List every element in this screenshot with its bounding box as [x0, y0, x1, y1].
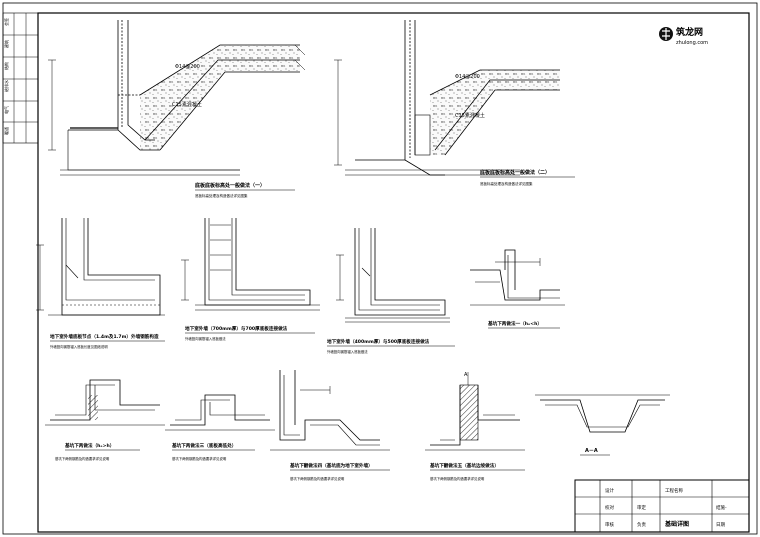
drawing-frame: [37, 12, 750, 533]
side-label-3: 给排水: [3, 80, 9, 92]
tb-row-4: 负责: [637, 521, 646, 528]
side-label-1: 建筑: [3, 40, 9, 48]
wall-3-note: 外墙竖向钢筋锚入底板做法: [327, 349, 368, 354]
detail-pit-2: [165, 394, 275, 431]
tb-row-3: 审定: [637, 504, 646, 511]
detail-bottom-corner-1: [48, 20, 306, 176]
side-label-2: 结构: [3, 62, 9, 70]
pit-2-note: 基坑下两侧钢筋及构造要求详见说明: [172, 456, 227, 461]
side-label-4: 电气: [3, 106, 9, 114]
side-strip: 会签 建筑 结构 给排水 电气 暖通: [2, 12, 39, 144]
pit-3-note: 基坑下两侧钢筋及构造要求详见说明: [290, 476, 345, 481]
tb-sheet-no: 结施-: [716, 504, 727, 511]
wall-1-title: 地下室外墙底板节点（1.4m及1.7m）外墙钢筋构造: [50, 333, 159, 340]
detail-pit-3: [270, 370, 390, 451]
pit-4-title: 基坑下翻做法五（基坑边坡做法）: [429, 462, 499, 469]
detail-2-note: 底板标高处理及构造做法详见图集: [480, 181, 533, 186]
wall-1-note: 外墙竖向钢筋锚入底板长度见图纸说明: [50, 344, 108, 349]
detail-pit-1: [45, 379, 165, 426]
wall-2-title: 地下室外墙（700mm厚）与700厚底板连接做法: [185, 325, 288, 332]
logo-name: 筑龙网: [676, 26, 703, 38]
detail-wall-2: [181, 218, 320, 311]
tb-drawing-name: 基础详图: [664, 520, 689, 528]
pit-1-note: 基坑下两侧钢筋及构造要求详见说明: [55, 456, 110, 461]
detail-1-concrete-label: C15素混凝土: [172, 101, 202, 108]
detail-2-title: 底板底板标高处一般做法（二）: [479, 169, 550, 176]
pit-1-title: 基坑下两做法（hₑ>h）: [64, 442, 114, 449]
tb-date: 日期: [716, 522, 725, 528]
detail-1-bar-label: Φ14@200: [175, 64, 200, 70]
logo-url: zhulong.com: [676, 40, 708, 46]
wall-3-title: 地下室外墙（400mm厚）与500厚底板连接做法: [327, 338, 430, 345]
zhulong-logo: 筑龙网 zhulong.com: [659, 26, 708, 46]
beam-1-title: 基坑下两做法一（hₑ<h）: [487, 320, 542, 327]
detail-wall-1: [36, 218, 165, 316]
title-block: [574, 479, 750, 533]
detail-2-bar-label: Φ14@200: [455, 74, 480, 80]
tb-row-0: 设计: [605, 487, 614, 494]
pit-4-cut-mark: A: [464, 372, 468, 378]
tb-project-label: 工程名称: [665, 487, 683, 494]
tb-row-1: 校对: [605, 504, 614, 511]
tb-row-2: 审核: [605, 521, 614, 528]
detail-beam-1: [470, 249, 565, 306]
detail-bottom-corner-2: [334, 20, 560, 176]
pit-2-title: 基坑下两做法三（底板高低处）: [171, 442, 236, 449]
wall-2-note: 外墙竖向钢筋锚入底板做法: [185, 336, 226, 341]
detail-wall-3: [336, 228, 450, 323]
detail-section-aa: [535, 394, 670, 433]
detail-1-note: 底板标高处理及构造做法详见图集: [195, 193, 248, 198]
pit-4-note: 基坑下两侧钢筋及构造要求详见说明: [430, 476, 485, 481]
pit-3-title: 基坑下翻做法四（基坑底为地下室外墙）: [289, 462, 373, 469]
detail-pit-4: [425, 372, 525, 451]
section-title: A－A: [585, 448, 598, 454]
detail-1-title: 底板底板标高处一般做法（一）: [194, 182, 265, 189]
side-label-0: 会签: [3, 18, 9, 26]
detail-2-concrete-label: C15素混凝土: [455, 112, 485, 119]
side-label-5: 暖通: [3, 127, 9, 135]
